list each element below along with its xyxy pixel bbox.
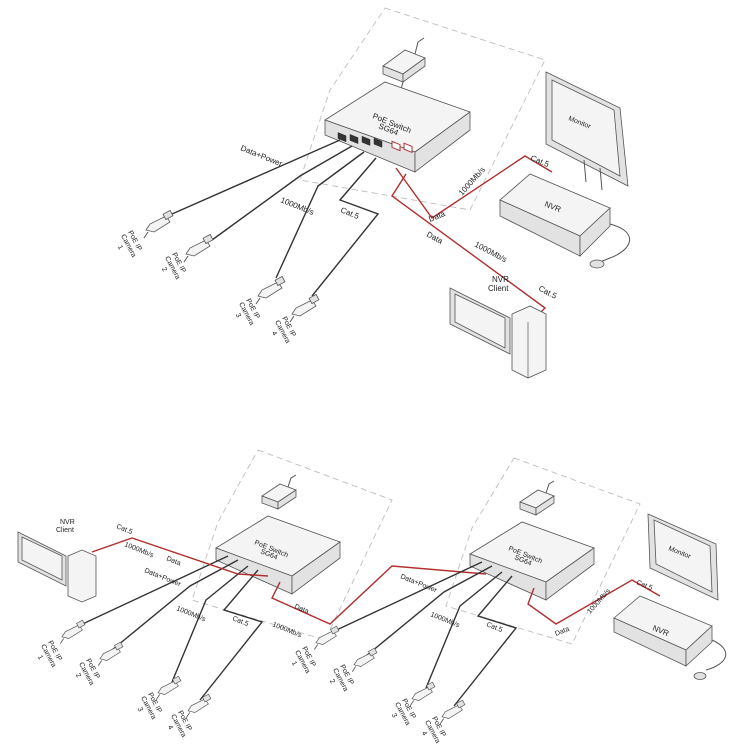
bottom-left-cable-cam1 bbox=[73, 555, 229, 629]
top-camera-3 bbox=[255, 275, 286, 305]
bottom-right-camera-3 bbox=[409, 681, 436, 707]
bottom-left-label-data-client: Data bbox=[165, 555, 181, 567]
bottom-left-camera-2 bbox=[97, 641, 124, 667]
top-boundary bbox=[299, 7, 546, 211]
top-diagram: PoE Switch SG64 PoE IP Camera 1 PoE IP C… bbox=[116, 7, 631, 379]
top-camera-1-num: 1 bbox=[116, 244, 124, 251]
bottom-right-cable-cam3 bbox=[425, 571, 503, 689]
top-camera-1 bbox=[143, 209, 174, 239]
bottom-left-camera-1 bbox=[59, 619, 86, 645]
top-label-cat5-monitor: Cat.5 bbox=[529, 154, 551, 170]
bottom-left-client-line1: NVR bbox=[60, 519, 75, 526]
bottom-right-camera-4-num: 4 bbox=[420, 730, 428, 737]
bottom-right-camera-1-num: 1 bbox=[290, 660, 298, 667]
bottom-left-camera-2-num: 2 bbox=[74, 672, 82, 679]
top-client-line1: NVR bbox=[492, 275, 509, 284]
bottom-right-camera-2-num: 2 bbox=[328, 678, 336, 685]
top-label-speed-cams: 1000Mb/s bbox=[279, 196, 315, 218]
bottom-left-cable-cam2 bbox=[111, 559, 239, 651]
top-camera-4-num: 4 bbox=[270, 330, 278, 337]
top-monitor: Monitor bbox=[545, 71, 629, 191]
top-label-cat5-client: Cat.5 bbox=[537, 284, 559, 301]
bottom-right-cable-nvr bbox=[527, 579, 661, 625]
bottom-right-boundary bbox=[445, 457, 641, 645]
bottom-right-monitor: Monitor bbox=[647, 513, 719, 601]
bottom-left-cable-client bbox=[91, 537, 269, 577]
bottom-right-label-data-nvr: Data bbox=[554, 626, 570, 638]
top-camera-4 bbox=[289, 293, 320, 323]
bottom-left-camera-1-num: 1 bbox=[36, 654, 44, 661]
bottom-right-cable-cam1 bbox=[327, 561, 483, 635]
top-camera-2 bbox=[183, 233, 214, 263]
top-cable-cam3 bbox=[275, 151, 365, 279]
bottom-left-cable-cam4 bbox=[199, 569, 264, 701]
bottom-left-label-cat5-client: Cat.5 bbox=[115, 523, 133, 536]
bottom-left-power-adapter bbox=[261, 474, 297, 510]
bottom-right-cable-cam2 bbox=[365, 565, 493, 657]
top-label-speed-nvr: 1000Mb/s bbox=[457, 165, 487, 197]
bottom-left-poe-switch: PoE Switch SG64 bbox=[215, 515, 341, 595]
top-cable-nvr bbox=[395, 155, 553, 219]
bottom-left-camera-4-num: 4 bbox=[166, 724, 174, 731]
top-cable-cam2 bbox=[211, 145, 353, 241]
bottom-right-nvr: NVR bbox=[613, 595, 727, 680]
top-cable-cam4 bbox=[311, 157, 380, 297]
bottom-left-nvr-client: NVR Client bbox=[17, 519, 97, 603]
bottom-left-camera-3 bbox=[155, 675, 182, 701]
bottom-left-client-line2: Client bbox=[56, 527, 74, 534]
bottom-left-label-data-power: Data+Power bbox=[143, 567, 182, 588]
bottom-right-label-cat5-monitor: Cat.5 bbox=[635, 579, 653, 592]
bottom-right-camera-2 bbox=[351, 647, 378, 673]
bottom-left-cable-cam3 bbox=[171, 565, 249, 683]
top-label-speed-client: 1000Mb/s bbox=[473, 240, 508, 264]
top-power-adapter bbox=[382, 37, 426, 113]
bottom-left-camera-4 bbox=[185, 693, 212, 719]
top-nvr: NVR bbox=[499, 173, 631, 269]
bottom-right-label-speed-nvr: 1000Mb/s bbox=[586, 587, 612, 615]
top-nvr-client: NVR Client bbox=[449, 275, 547, 379]
top-label-cat5-cams: Cat.5 bbox=[339, 206, 361, 222]
bottom-right-poe-switch: PoE Switch SG64 bbox=[469, 521, 595, 601]
bottom-left-label-speed-link: 1000Mb/s bbox=[271, 621, 303, 639]
bottom-right-diagram: PoE Switch SG64 PoE IP Camera 1 PoE IP C… bbox=[290, 457, 727, 745]
top-camera-2-num: 2 bbox=[160, 266, 168, 273]
top-cable-cam1 bbox=[171, 139, 341, 215]
bottom-right-cable-cam4 bbox=[453, 575, 518, 707]
top-label-data-power: Data+Power bbox=[239, 144, 284, 169]
top-poe-switch: PoE Switch SG64 bbox=[324, 81, 471, 173]
bottom-right-camera-4 bbox=[439, 699, 466, 725]
bottom-right-power-adapter bbox=[519, 480, 555, 516]
top-label-data-nvr: Data bbox=[427, 209, 447, 224]
bottom-left-cable-link bbox=[271, 565, 487, 625]
bottom-right-camera-3-num: 3 bbox=[390, 712, 398, 719]
top-camera-3-num: 3 bbox=[234, 312, 242, 319]
bottom-left-camera-3-num: 3 bbox=[136, 706, 144, 713]
bottom-left-boundary bbox=[191, 449, 393, 641]
top-client-line2: Client bbox=[488, 284, 509, 293]
bottom-left-label-data-link: Data bbox=[293, 603, 309, 615]
